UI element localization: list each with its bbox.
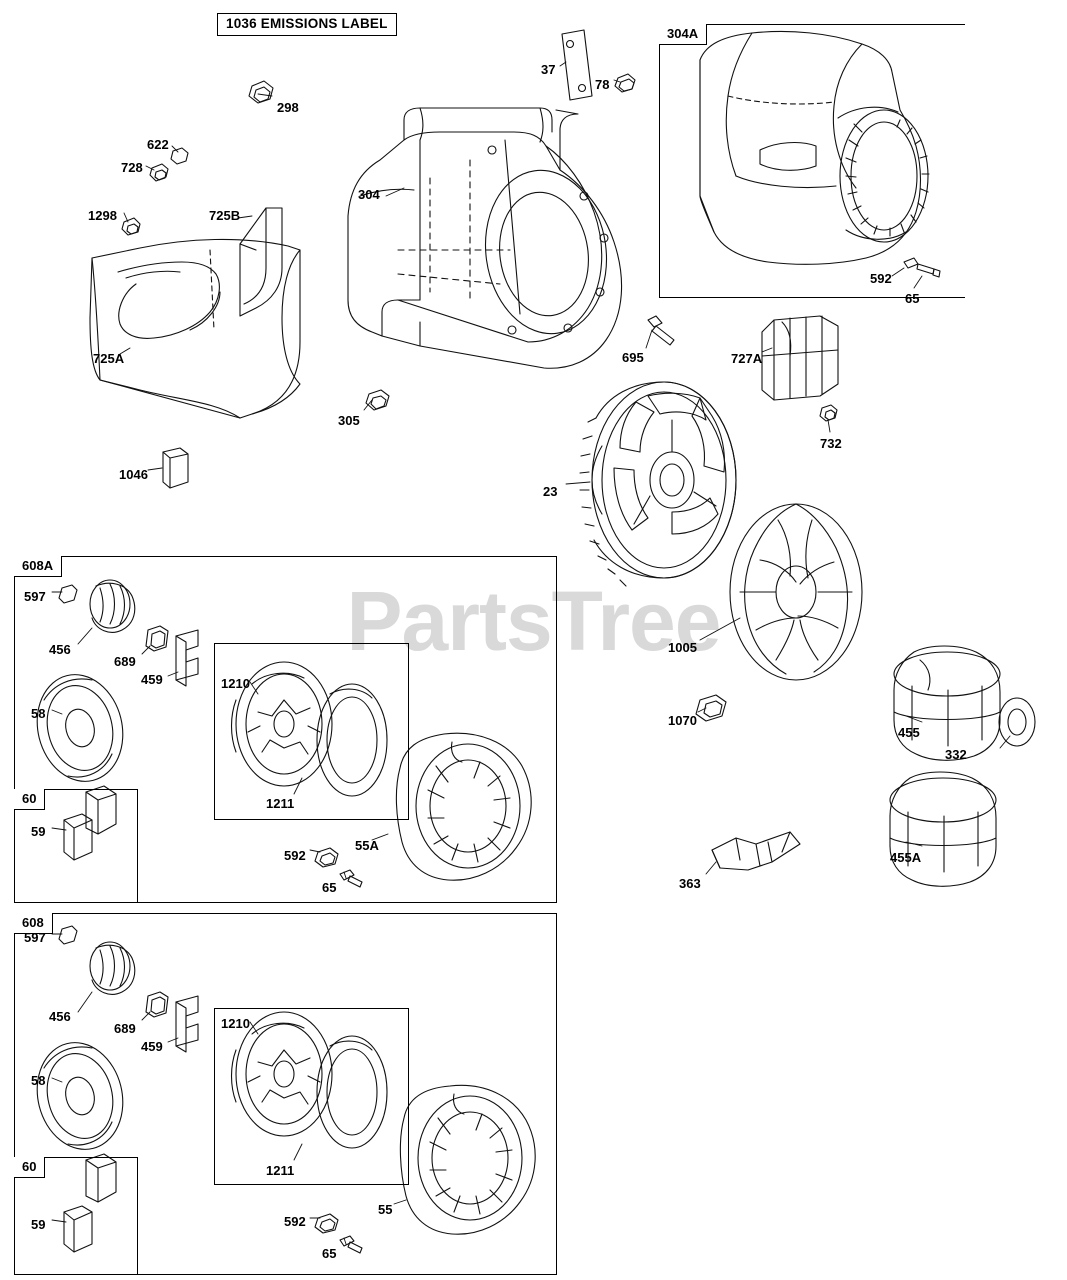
callout-695: 695 bbox=[622, 350, 644, 365]
callout-298: 298 bbox=[277, 100, 299, 115]
callout-58: 58 bbox=[31, 1073, 46, 1088]
part-695-screw bbox=[647, 315, 675, 346]
group-label-304A: 304A bbox=[659, 24, 708, 45]
callout-689: 689 bbox=[114, 654, 136, 669]
part-78-nut bbox=[614, 73, 636, 93]
part-1070-key bbox=[695, 694, 727, 722]
callout-363: 363 bbox=[679, 876, 701, 891]
callout-597: 597 bbox=[24, 930, 46, 945]
callout-37: 37 bbox=[541, 62, 556, 77]
callout-592: 592 bbox=[870, 271, 892, 286]
group-label-60-upper: 60 bbox=[14, 789, 46, 810]
callout-1210: 1210 bbox=[221, 1016, 250, 1031]
part-725B-bracket bbox=[239, 207, 283, 317]
callout-1211: 1211 bbox=[266, 1163, 295, 1178]
callout-1046: 1046 bbox=[119, 467, 148, 482]
callout-65: 65 bbox=[905, 291, 920, 306]
callout-622: 622 bbox=[147, 137, 169, 152]
callout-456: 456 bbox=[49, 642, 71, 657]
group-label-608: 608 bbox=[14, 913, 53, 934]
callout-727A: 727A bbox=[731, 351, 763, 366]
part-455-clutch bbox=[893, 645, 1001, 761]
callout-59: 59 bbox=[31, 1217, 46, 1232]
callout-1211: 1211 bbox=[266, 796, 295, 811]
callout-1005: 1005 bbox=[668, 640, 697, 655]
callout-725A: 725A bbox=[93, 351, 125, 366]
callout-725B: 725B bbox=[209, 208, 241, 223]
callout-1210: 1210 bbox=[221, 676, 250, 691]
part-732-screw bbox=[819, 404, 838, 422]
part-1298-screw bbox=[121, 217, 141, 236]
callout-456: 456 bbox=[49, 1009, 71, 1024]
part-332-washer bbox=[998, 697, 1036, 747]
callout-732: 732 bbox=[820, 436, 842, 451]
part-727A-guard bbox=[761, 315, 839, 401]
part-622-728 bbox=[149, 147, 189, 182]
callout-1298: 1298 bbox=[88, 208, 117, 223]
group-box-608A bbox=[14, 556, 557, 903]
callout-59: 59 bbox=[31, 824, 46, 839]
group-box-608 bbox=[14, 913, 557, 1275]
emissions-label-box: 1036 EMISSIONS LABEL bbox=[217, 13, 397, 36]
inner-box-608-pulley bbox=[214, 1008, 409, 1185]
callout-459: 459 bbox=[141, 672, 163, 687]
callout-305: 305 bbox=[338, 413, 360, 428]
callout-58: 58 bbox=[31, 706, 46, 721]
group-box-304A bbox=[659, 24, 965, 298]
callout-78: 78 bbox=[595, 77, 610, 92]
part-1046-clip bbox=[162, 447, 189, 489]
callout-23: 23 bbox=[543, 484, 558, 499]
callout-728: 728 bbox=[121, 160, 143, 175]
group-label-60-lower: 60 bbox=[14, 1157, 46, 1178]
part-725A-shroud bbox=[89, 238, 301, 419]
part-1005-fan bbox=[729, 503, 863, 681]
part-363-starter-dog bbox=[711, 831, 801, 871]
part-455A-clutch bbox=[889, 771, 997, 887]
callout-332: 332 bbox=[945, 747, 967, 762]
callout-455A: 455A bbox=[890, 850, 922, 865]
callout-1070: 1070 bbox=[668, 713, 697, 728]
part-304-blower-housing bbox=[347, 107, 623, 369]
inner-box-60-upper bbox=[14, 789, 138, 903]
callout-459: 459 bbox=[141, 1039, 163, 1054]
group-label-608A: 608A bbox=[14, 556, 63, 577]
callout-592: 592 bbox=[284, 1214, 306, 1229]
callout-65: 65 bbox=[322, 1246, 337, 1261]
part-305-screw bbox=[365, 389, 390, 411]
part-23-flywheel bbox=[579, 381, 737, 587]
callout-597: 597 bbox=[24, 589, 46, 604]
callout-689: 689 bbox=[114, 1021, 136, 1036]
callout-592: 592 bbox=[284, 848, 306, 863]
inner-box-608A-pulley bbox=[214, 643, 409, 820]
callout-455: 455 bbox=[898, 725, 920, 740]
callout-65: 65 bbox=[322, 880, 337, 895]
inner-box-60-lower bbox=[14, 1157, 138, 1275]
part-37-plate bbox=[561, 29, 593, 101]
callout-55A: 55A bbox=[355, 838, 379, 853]
callout-304: 304 bbox=[358, 187, 380, 202]
part-298-nut bbox=[248, 80, 274, 104]
callout-55: 55 bbox=[378, 1202, 393, 1217]
